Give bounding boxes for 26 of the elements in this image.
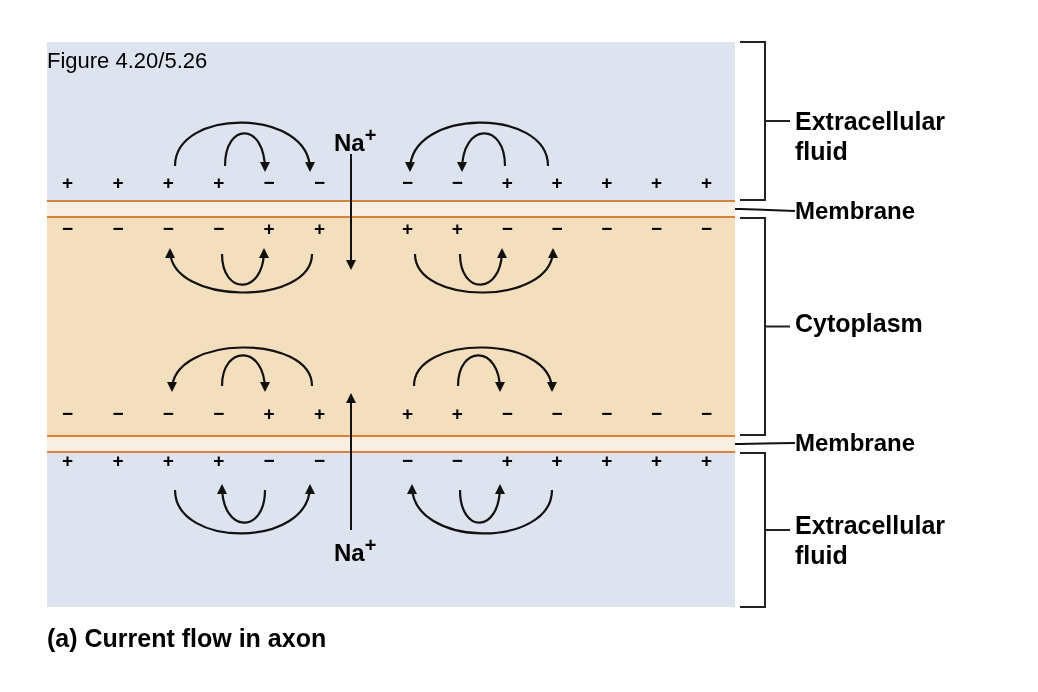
region-label: Membrane	[795, 428, 975, 458]
charge-signs: − − − − + +	[62, 403, 325, 425]
leader-line	[734, 442, 796, 445]
charge-signs: + + + + − −	[62, 450, 325, 472]
figure-number: Figure 4.20/5.26	[47, 48, 208, 74]
region-label: Membrane	[795, 196, 975, 226]
charge-signs: + + + + − −	[62, 172, 325, 194]
charge-signs: − − + + + + +	[402, 450, 712, 472]
region-label: Cytoplasm	[795, 308, 924, 338]
leader-line	[346, 393, 356, 531]
leader-line	[346, 153, 356, 270]
region-label: Extracellular fluid	[795, 510, 947, 570]
region-band	[47, 42, 735, 200]
charge-signs: − − − − + +	[62, 218, 325, 240]
ion-label: Na$^{+}$	[334, 120, 384, 154]
membrane-band	[47, 200, 735, 218]
charge-signs: − − + + + + +	[402, 172, 712, 194]
region-band	[47, 453, 735, 607]
figure-caption: (a) Current flow in axon	[47, 624, 327, 653]
charge-signs: + + − − − − −	[402, 403, 712, 425]
leader-line	[734, 208, 796, 212]
membrane-band	[47, 435, 735, 453]
region-band	[47, 218, 735, 435]
charge-signs: + + − − − − −	[402, 218, 712, 240]
region-label: Extracellular fluid	[795, 106, 947, 166]
ion-label: Na$^{+}$	[334, 530, 384, 564]
